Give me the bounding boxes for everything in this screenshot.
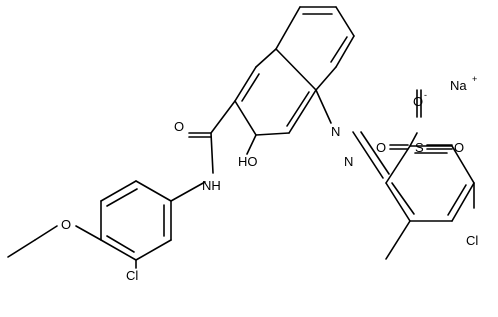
carbonyl-oxygen-label: O	[174, 119, 184, 134]
azo-nitrogen-2-label: N	[344, 154, 353, 169]
sulfur-label: S	[415, 140, 424, 155]
sodium-label: Na	[450, 78, 467, 93]
sulfonate-oxygen-right-label: O	[454, 140, 464, 155]
sulfonate-oxygen-charge: -	[424, 90, 427, 100]
azo-nitrogen-1-label: N	[331, 124, 340, 139]
sulfonate-oxygen-left-label: O	[376, 140, 386, 155]
atom-labels: Na + O NH HO N N S O - O O Cl Cl O	[61, 74, 478, 283]
bond-lines	[7, 6, 475, 269]
chloro-right-label: Cl	[466, 233, 478, 248]
hydroxyl-label: HO	[238, 154, 258, 169]
amide-nh-label: NH	[202, 178, 221, 193]
sulfonate-oxygen-top-label: O	[413, 94, 423, 109]
chloro-left-label: Cl	[126, 268, 138, 283]
sodium-charge: +	[472, 74, 477, 84]
ether-oxygen-label: O	[61, 217, 71, 232]
